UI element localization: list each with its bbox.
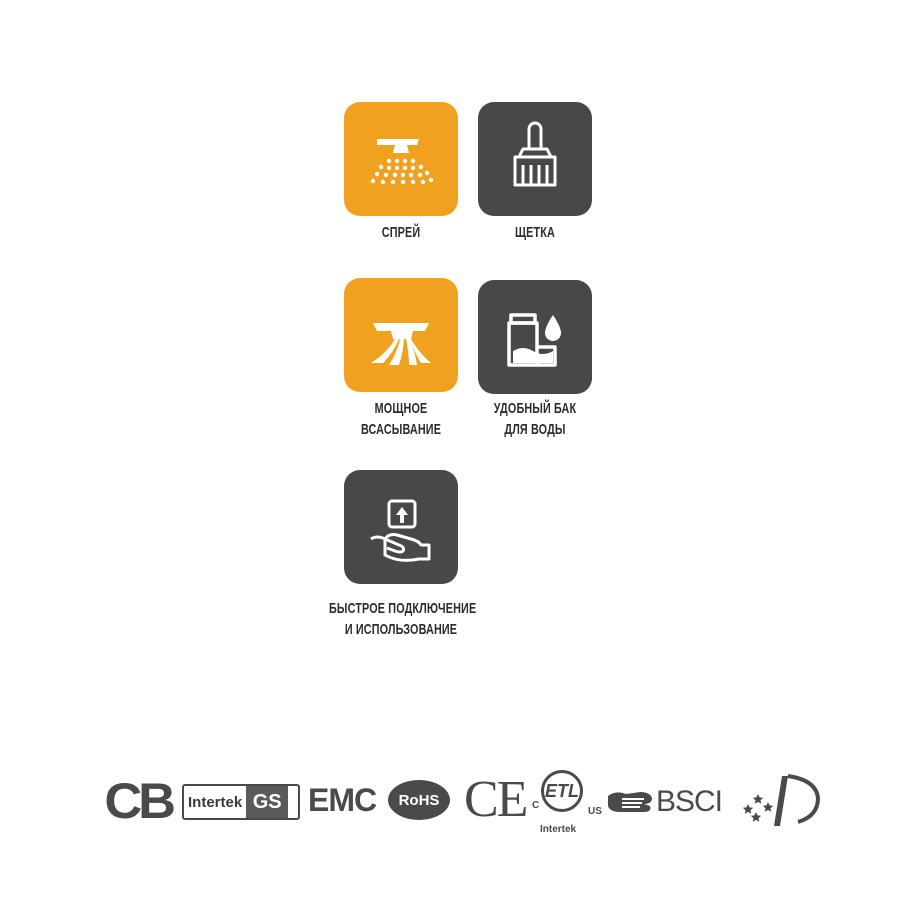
bsci-logo: BSCI [656, 785, 723, 818]
feature-label-brush: ЩЕТКА [515, 224, 555, 241]
suction-icon [371, 323, 431, 365]
feature-tile-tank [478, 280, 592, 394]
brush-icon [513, 121, 557, 187]
rohs-text: RoHS [398, 791, 440, 809]
gs-mark: GS [246, 786, 289, 818]
cb-logo: CB [104, 773, 176, 829]
feature-label-connect: БЫСТРОЕ ПОДКЛЮЧЕНИЕ И ИСПОЛЬЗОВАНИЕ [329, 600, 477, 638]
feature-label-tank: УДОБНЫЙ БАК ДЛЯ ВОДЫ [493, 400, 577, 438]
hand-connect-icon [370, 499, 431, 562]
intertek-text: Intertek [188, 793, 243, 811]
ce-logo: CE [464, 771, 528, 828]
etl-mark-text: ETL [545, 780, 579, 801]
emc-logo: EMC [308, 782, 377, 818]
etl-ring: ETL [541, 770, 583, 812]
etl-c-text: C [532, 800, 540, 811]
intertek-gs-logo: Intertek GS [182, 784, 300, 820]
feature-label-suction: МОЩНОЕ ВСАСЫВАНИЕ [360, 400, 442, 438]
spray-nozzle-icon [370, 139, 434, 185]
feature-tile-suction [344, 278, 458, 392]
etl-logo: C ETL US Intertek [530, 770, 602, 836]
rohs-logo: RoHS [388, 780, 450, 820]
star-road-mark-icon [742, 774, 821, 826]
certification-logos: CB Intertek GS EMC RoHS CE C ETL US Inte… [104, 768, 826, 838]
bsci-hand-icon [608, 792, 652, 812]
water-tank-icon [507, 313, 561, 367]
etl-us-text: US [588, 806, 602, 817]
feature-tile-brush [478, 102, 592, 216]
feature-tile-connect [344, 470, 458, 584]
feature-tile-spray [344, 102, 458, 216]
etl-intertek-text: Intertek [540, 824, 577, 835]
feature-label-spray: СПРЕЙ [381, 224, 421, 241]
